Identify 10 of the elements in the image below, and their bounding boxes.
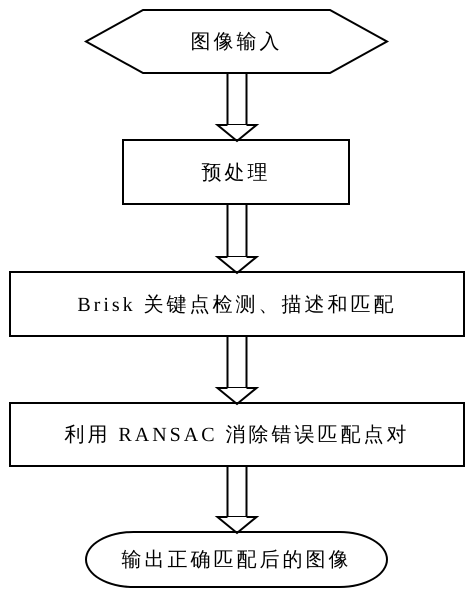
node-label: Brisk 关键点检测、描述和匹配 (77, 292, 397, 318)
terminal-shape (85, 531, 388, 588)
process-box (9, 271, 465, 337)
node-label: 输出正确匹配后的图像 (122, 548, 352, 573)
input-hexagon (85, 9, 388, 74)
process-box (122, 139, 350, 205)
node-label: 利用 RANSAC 消除错误匹配点对 (64, 423, 410, 448)
node-label: 图像输入 (190, 30, 282, 55)
node-label: 预处理 (202, 160, 270, 186)
process-box (9, 402, 465, 467)
